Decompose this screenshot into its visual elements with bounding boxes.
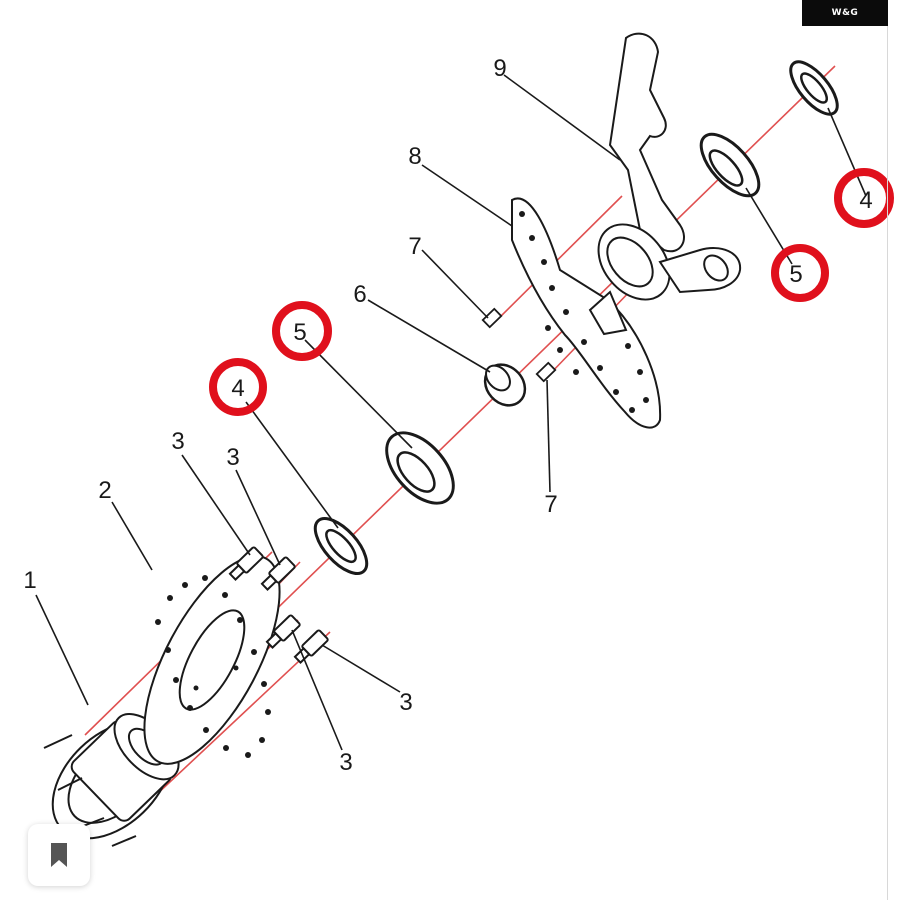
part-bearing-5-lower [385,431,455,505]
part-bearing-5-upper [699,132,761,198]
callout-7: 7 [408,233,421,260]
callout-4: 4 [231,375,244,402]
part-steering-knuckle [597,32,742,301]
part-brake-disc [143,555,281,765]
part-bearing-4-upper [789,60,839,116]
part-spacer [483,363,527,407]
callout-1: 1 [23,567,36,594]
callout-3: 3 [339,749,352,776]
callout-3: 3 [226,444,239,471]
bookmark-icon [51,843,67,867]
callout-9: 9 [493,55,506,82]
callout-labels: 1 2 3 3 3 3 4 4 5 5 6 7 7 8 9 [23,55,872,776]
callout-3: 3 [399,689,412,716]
callout-7: 7 [544,491,557,518]
highlight-ring-4-upper [834,168,894,228]
callout-3: 3 [171,428,184,455]
part-caliper-bracket [511,197,662,429]
brand-badge: W&G [802,0,888,26]
highlight-ring-5-upper [771,244,829,302]
callout-2: 2 [98,477,111,504]
bookmark-button[interactable] [28,824,90,886]
callout-5: 5 [789,261,802,288]
callout-8: 8 [408,143,421,170]
callout-6: 6 [353,281,366,308]
part-bolts [228,546,329,664]
brand-label: W&G [831,8,859,18]
callout-5: 5 [293,319,306,346]
frame-edge [887,26,888,900]
part-bearing-4-lower [313,517,369,575]
part-wheel-hub [43,713,180,847]
highlight-ring-4-lower [209,358,267,416]
part-small-screws [481,307,557,383]
callout-4: 4 [859,187,872,214]
highlight-rings [209,168,894,416]
caliper-axis-1 [494,195,623,323]
highlight-ring-5-lower [272,301,332,361]
